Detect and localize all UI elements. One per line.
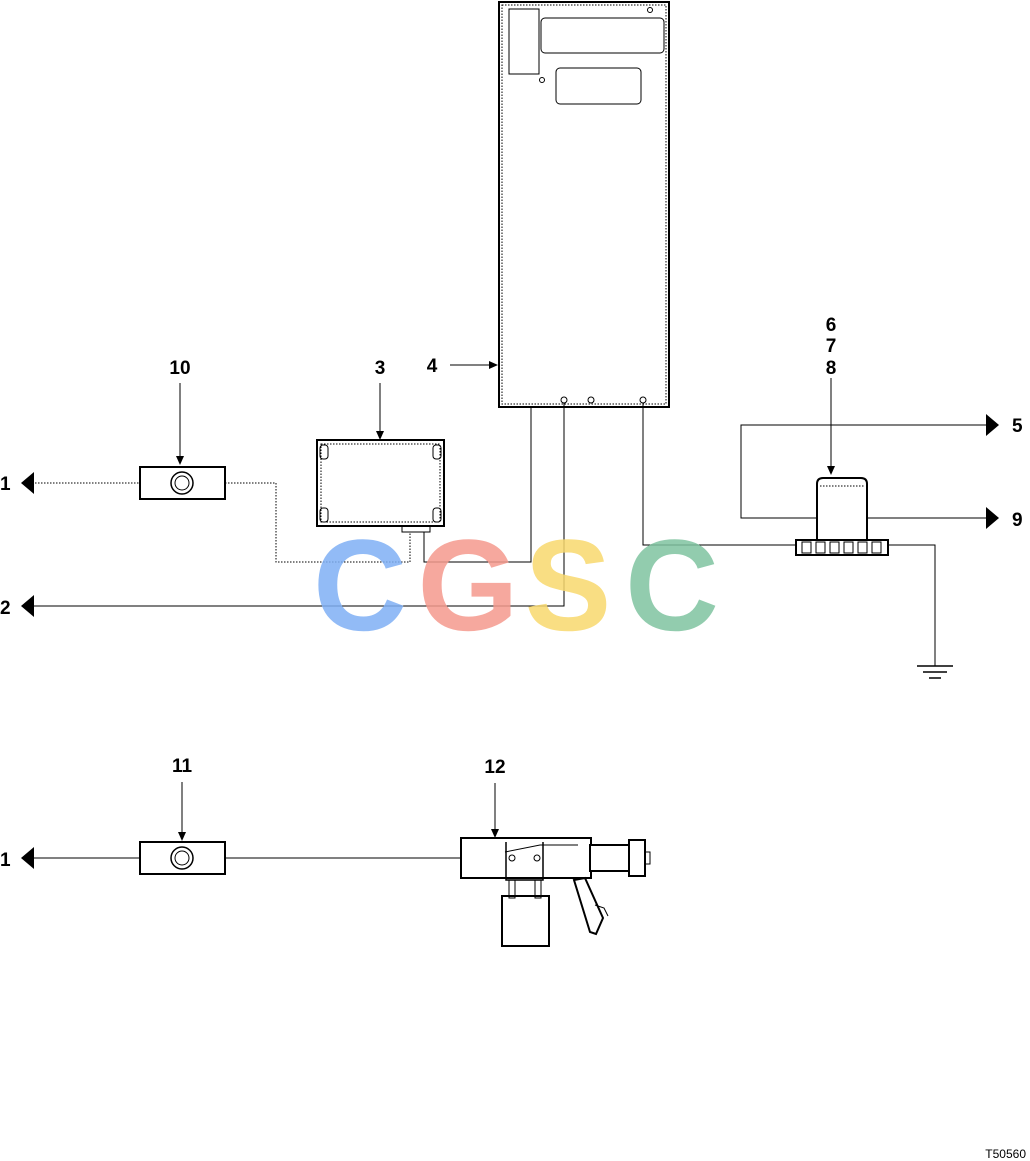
label-9: 9 [1012,510,1023,531]
leader-arrows [176,361,835,841]
label-2: 2 [0,598,11,619]
label-6: 6 [826,315,837,336]
actuator-component-12 [460,837,651,947]
figure-reference: T50560 [985,1147,1026,1161]
terminal-arrow-5 [986,414,999,436]
switch-component-10 [139,466,226,500]
label-8: 8 [826,358,837,379]
terminal-arrow-1-top [21,472,34,494]
label-3: 3 [375,358,386,379]
label-11: 11 [172,756,193,777]
cabinet-component-4 [498,1,670,408]
watermark-letter-g: G [417,512,518,658]
relay-component-6-7-8 [795,477,889,556]
terminal-arrow-9 [986,507,999,529]
label-1-top: 1 [0,474,11,495]
label-4: 4 [427,356,438,377]
switch-component-11 [139,841,226,875]
label-1-bottom: 1 [0,850,11,871]
label-12: 12 [484,757,505,778]
label-10: 10 [169,358,190,379]
module-component-3 [316,439,445,533]
watermark-letter-s: S [525,512,612,658]
watermark-logo: C G S C [313,512,719,658]
watermark-letter-c2: C [625,512,719,658]
watermark-letter-c1: C [313,512,407,658]
wiring [32,403,986,859]
terminal-arrow-2 [21,595,34,617]
ground-icon [917,665,953,679]
label-7: 7 [826,336,837,357]
terminal-arrow-1-bottom [21,847,34,869]
label-5: 5 [1012,416,1023,437]
